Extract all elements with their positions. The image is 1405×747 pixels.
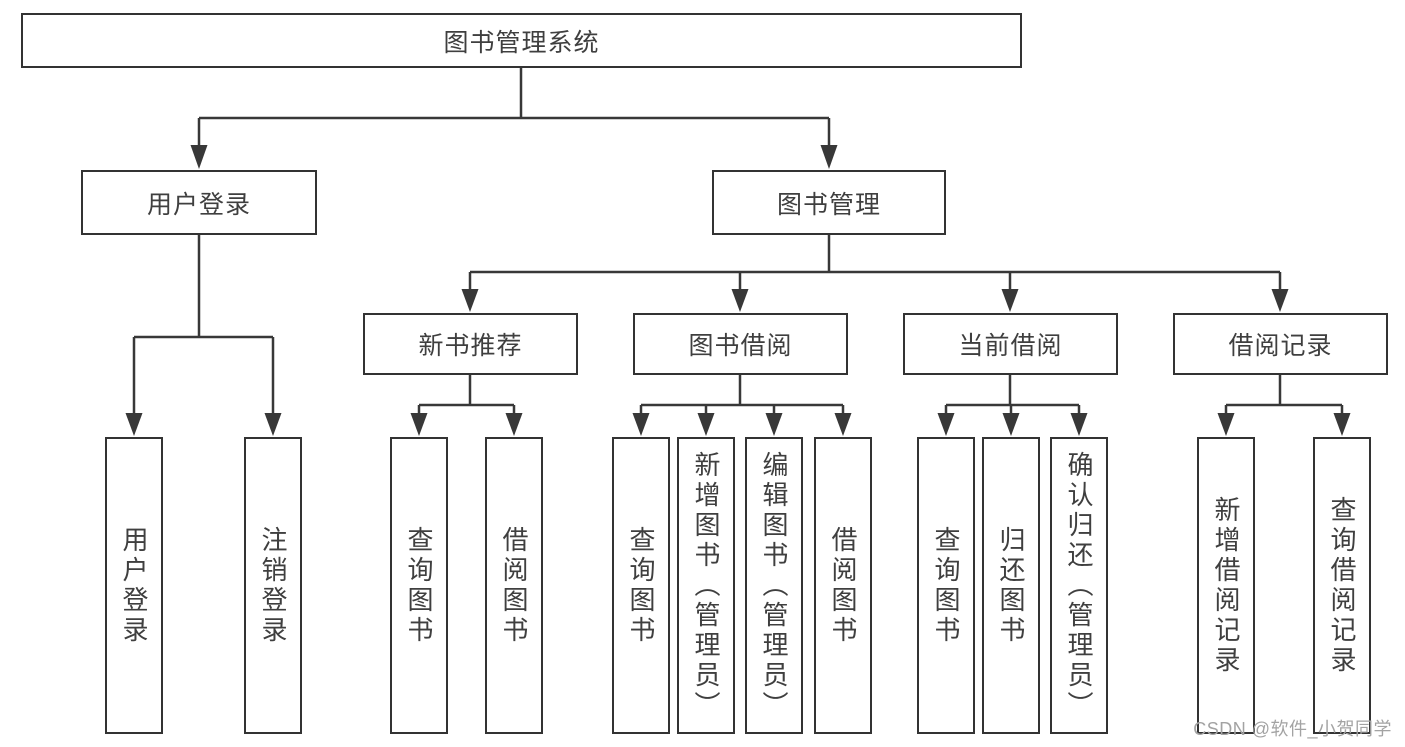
node-borrow-records: 借阅记录 [1173,313,1388,375]
leaf-borrow-add-books-admin: 新增图书（管理员） [677,437,735,734]
csdn-watermark: CSDN @软件_小贺同学 [1193,719,1392,739]
leaf-newbook-borrow-books: 借阅图书 [485,437,543,734]
leaf-records-query-record: 查询借阅记录 [1313,437,1371,734]
leaf-current-confirm-return-admin: 确认归还（管理员） [1050,437,1108,734]
leaf-records-add-record: 新增借阅记录 [1197,437,1255,734]
node-current-borrowing: 当前借阅 [903,313,1118,375]
node-library-system: 图书管理系统 [21,13,1022,68]
leaf-logout: 注销登录 [244,437,302,734]
leaf-borrow-borrow-books: 借阅图书 [814,437,872,734]
leaf-current-query-books: 查询图书 [917,437,975,734]
leaf-borrow-edit-books-admin: 编辑图书（管理员） [745,437,803,734]
leaf-borrow-query-books: 查询图书 [612,437,670,734]
leaf-user-login: 用户登录 [105,437,163,734]
leaf-current-return-books: 归还图书 [982,437,1040,734]
leaf-newbook-query-books: 查询图书 [390,437,448,734]
node-book-borrowing: 图书借阅 [633,313,848,375]
node-new-book-recommend: 新书推荐 [363,313,578,375]
node-book-management: 图书管理 [712,170,946,235]
node-user-login: 用户登录 [81,170,317,235]
